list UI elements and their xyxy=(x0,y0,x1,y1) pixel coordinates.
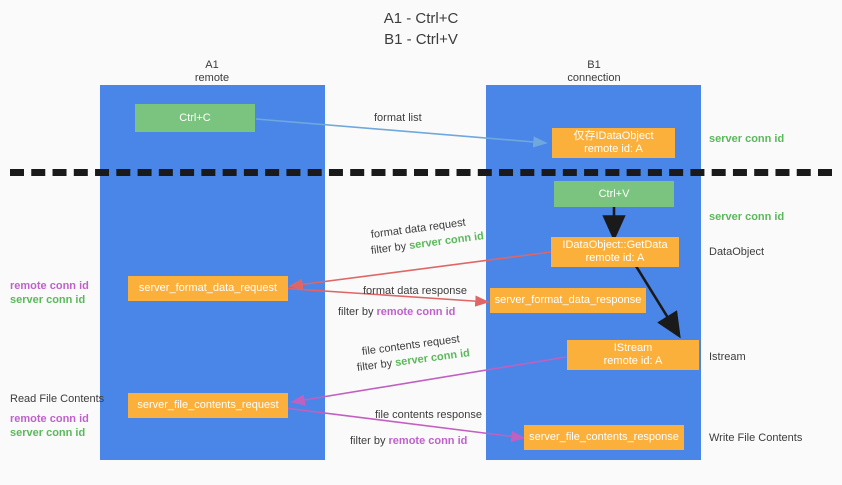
edge-label-file-contents-response-filter: filter by remote conn id xyxy=(350,434,467,448)
filter-prefix: filter by xyxy=(350,435,389,447)
box-ctrl-v[interactable]: Ctrl+V xyxy=(554,181,674,207)
annotation-left-file-conn-ids: remote conn id server conn id xyxy=(10,412,89,440)
box-ctrl-c[interactable]: Ctrl+C xyxy=(135,104,255,132)
box-idataobject-getdata[interactable]: IDataObject::GetData remote id: A xyxy=(551,237,679,267)
filter-prefix: filter by xyxy=(338,306,377,318)
box-istream-sub: remote id: A xyxy=(603,355,663,367)
annotation-left-read-file-contents: Read File Contents xyxy=(10,392,104,406)
title-line-2: B1 - Ctrl+V xyxy=(384,31,458,48)
edge-label-format-data-response: format data response xyxy=(363,285,467,297)
box-server-file-contents-response-label: server_file_contents_response xyxy=(529,431,679,443)
box-server-format-data-request[interactable]: server_format_data_request xyxy=(128,276,288,301)
box-server-file-contents-response[interactable]: server_file_contents_response xyxy=(524,425,684,450)
box-istream[interactable]: IStream remote id: A xyxy=(567,340,699,370)
annotation-server-conn-id-mid: server conn id xyxy=(709,211,785,223)
column-header-a1-sub: remote xyxy=(194,72,230,84)
box-idataobject-sub: remote id: A xyxy=(584,143,643,155)
server-conn-id: server conn id xyxy=(10,427,86,439)
box-ctrl-c-label: Ctrl+C xyxy=(179,111,211,124)
box-idataobject[interactable]: 仅存IDataObject remote id: A xyxy=(552,128,675,158)
annotation-istream: Istream xyxy=(709,351,746,363)
column-header-b1-sub: connection xyxy=(567,72,621,84)
remote-conn-id: remote conn id xyxy=(388,435,468,447)
remote-conn-id: remote conn id xyxy=(10,413,89,425)
box-server-file-contents-request-label: server_file_contents_request xyxy=(137,399,279,411)
annotation-dataobject: DataObject xyxy=(709,246,765,258)
box-server-format-data-response-label: server_format_data_response xyxy=(494,294,642,306)
annotation-left-format-conn-ids: remote conn id server conn id xyxy=(10,279,89,307)
column-header-b1: B1 connection xyxy=(514,59,674,85)
annotation-server-conn-id-top: server conn id xyxy=(709,133,785,145)
box-getdata-sub: remote id: A xyxy=(585,252,645,264)
box-ctrl-v-label: Ctrl+V xyxy=(598,187,630,200)
column-header-b1-name: B1 xyxy=(587,59,601,71)
read-file-contents-label: Read File Contents xyxy=(10,393,105,405)
box-getdata-label: IDataObject::GetData xyxy=(562,239,668,251)
remote-conn-id: remote conn id xyxy=(10,280,89,292)
edge-label-file-contents-response: file contents response xyxy=(375,409,483,421)
edge-label-format-list: format list xyxy=(374,112,422,124)
title-line-1: A1 - Ctrl+C xyxy=(383,10,459,27)
dashed-divider xyxy=(10,169,832,176)
page-title: A1 - Ctrl+C B1 - Ctrl+V xyxy=(0,8,842,50)
box-server-format-data-response[interactable]: server_format_data_response xyxy=(490,288,646,313)
server-conn-id: server conn id xyxy=(10,294,86,306)
box-idataobject-label: 仅存IDataObject xyxy=(573,130,654,142)
column-header-a1-name: A1 xyxy=(205,59,219,71)
filter-prefix: filter by xyxy=(370,240,410,257)
filter-prefix: filter by xyxy=(356,357,396,374)
remote-conn-id: remote conn id xyxy=(376,306,456,318)
box-server-file-contents-request[interactable]: server_file_contents_request xyxy=(128,393,288,418)
column-header-a1: A1 remote xyxy=(132,59,292,85)
edge-label-format-data-response-filter: filter by remote conn id xyxy=(338,305,455,319)
box-istream-label: IStream xyxy=(613,342,653,354)
box-server-format-data-request-label: server_format_data_request xyxy=(138,282,278,294)
annotation-write-file-contents: Write File Contents xyxy=(709,432,803,444)
